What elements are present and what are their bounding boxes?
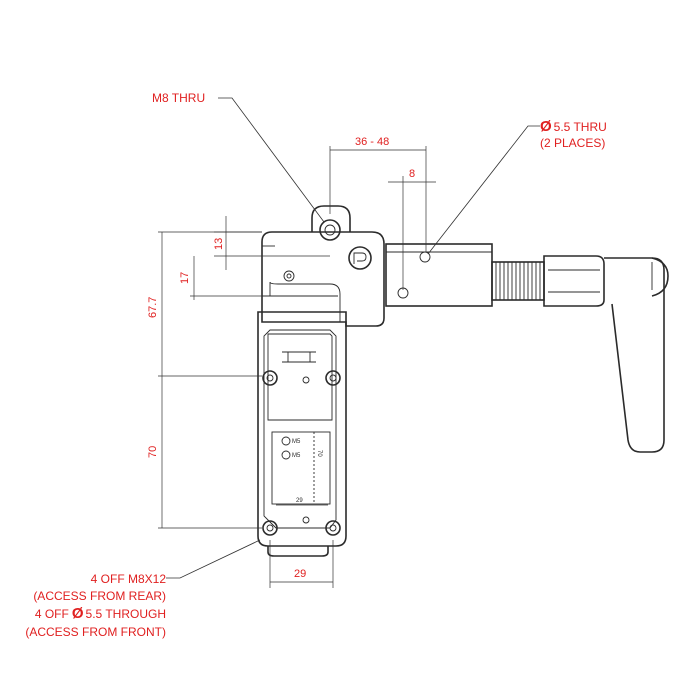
logo-badge-icon (348, 246, 372, 270)
mount-line3-prefix: 4 OFF (35, 607, 69, 621)
label-hole-places: (2 PLACES) (540, 136, 605, 150)
leader-m8-thru (218, 97, 325, 223)
dimension-70: 70 (147, 446, 159, 458)
dimension-29-bottom: 29 (294, 568, 306, 580)
release-lever-icon (543, 255, 669, 453)
dimension-17: 17 (179, 272, 191, 284)
label-mount-line2: (ACCESS FROM REAR) (33, 589, 166, 603)
dimension-67-7: 67.7 (147, 297, 159, 318)
label-m8-thru: M8 THRU (152, 91, 205, 105)
mount-line3-text: 5.5 THROUGH (86, 607, 166, 621)
marking-m5-b: M5 (292, 453, 301, 459)
switch-head (261, 205, 385, 327)
label-mount-line4: (ACCESS FROM FRONT) (25, 625, 166, 639)
dimension-36-48: 36 - 48 (355, 136, 389, 148)
actuator-block (385, 243, 493, 307)
leader-mounting (166, 539, 261, 579)
marking-m5-a: M5 (292, 439, 301, 445)
threaded-shaft (491, 261, 545, 301)
switch-body (257, 311, 347, 557)
hole-thru-text: 5.5 THRU (554, 120, 607, 134)
label-mount-line1: 4 OFF M8X12 (91, 572, 167, 586)
diameter-symbol-mount: Ø (72, 605, 84, 622)
dimension-8: 8 (409, 168, 415, 180)
dimension-13: 13 (213, 238, 225, 250)
leader-hole-thru (427, 125, 540, 255)
marking-70-inner: 70 (316, 450, 322, 457)
diameter-symbol: Ø (540, 118, 552, 135)
marking-29-inner: 29 (296, 498, 303, 504)
